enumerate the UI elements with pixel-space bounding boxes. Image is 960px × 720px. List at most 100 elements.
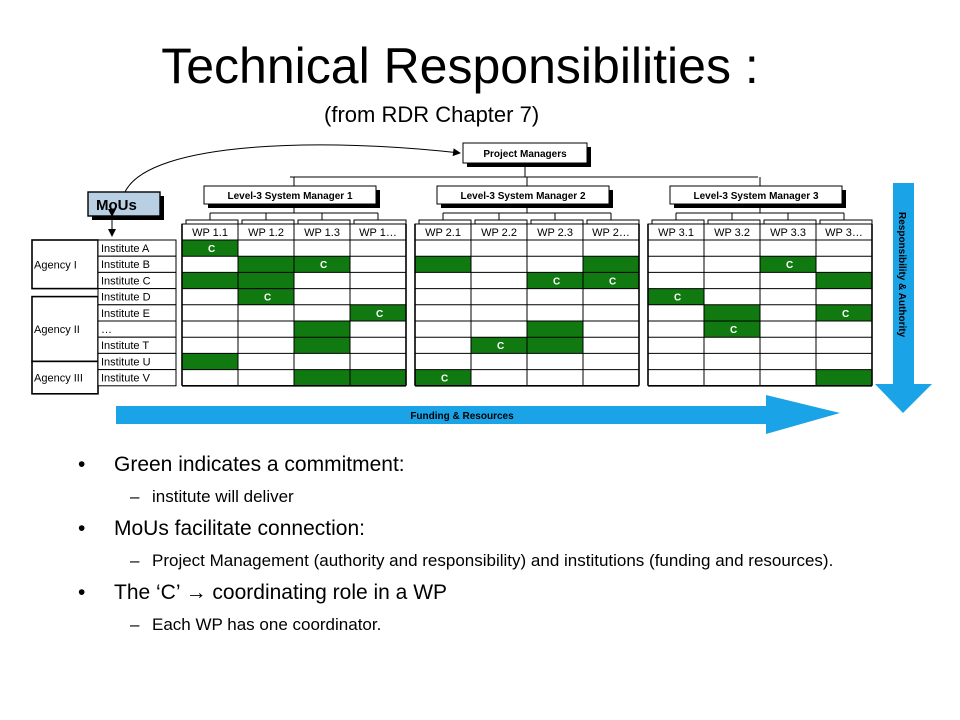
bullet-item: • The ‘C’ → coordinating role in a WP (78, 580, 878, 606)
commitment-cell (704, 304, 760, 321)
agency-label: Agency II (34, 324, 80, 336)
commitment-cell (294, 321, 350, 338)
bullet-list: •Green indicates a commitment:–institute… (78, 452, 878, 644)
coordinator-cell (816, 304, 872, 321)
wp-label: WP 2… (592, 227, 630, 239)
sub-bullet-dash: – (130, 487, 140, 506)
manager-box (669, 185, 843, 205)
bullet-dot: • (78, 581, 86, 604)
institute-label: Institute V (101, 373, 151, 385)
agency-box (31, 295, 99, 363)
wp-label: WP 3.3 (770, 227, 806, 239)
coordinator-mark: C (674, 293, 681, 304)
bullet-dot: • (78, 453, 86, 476)
coordinator-cell (583, 272, 639, 289)
sub-bullet-text: Each WP has one coordinator. (152, 615, 382, 634)
coordinator-cell (294, 256, 350, 273)
coordinator-mark: C (441, 374, 448, 385)
manager-box (436, 185, 610, 205)
institute-label: Institute B (101, 259, 150, 271)
wp-label: WP 1.1 (192, 227, 228, 239)
sub-bullet-item: –Each WP has one coordinator. (78, 614, 878, 636)
mous-box (87, 191, 161, 217)
wp-label: WP 1.2 (248, 227, 284, 239)
sub-bullet-dash: – (130, 615, 140, 634)
sub-bullet-text: Project Management (authority and respon… (152, 551, 834, 570)
commitment-cell (182, 272, 238, 289)
coordinator-mark: C (320, 260, 327, 271)
coordinator-mark: C (208, 244, 215, 255)
commitment-cell (350, 369, 406, 386)
manager-box (203, 185, 377, 205)
slide-title: Technical Responsibilities : (161, 38, 759, 94)
funding-arrow (116, 395, 840, 434)
coordinator-cell (648, 288, 704, 305)
commitment-cell (238, 272, 294, 289)
bullet-text: Green indicates a commitment: (114, 453, 405, 476)
mous-label: MoUs (96, 197, 137, 214)
coordinator-cell (527, 272, 583, 289)
coordinator-cell (238, 288, 294, 305)
commitment-cell (294, 369, 350, 386)
responsibility-label: Responsibility & Authority (896, 212, 907, 338)
slide-subtitle: (from RDR Chapter 7) (324, 102, 540, 127)
wp-label: WP 1.3 (304, 227, 340, 239)
institute-label: Institute D (101, 292, 151, 304)
responsibility-arrow (875, 183, 932, 413)
coordinator-mark: C (376, 309, 383, 320)
coordinator-cell (760, 256, 816, 273)
coordinator-mark: C (730, 325, 737, 336)
commitment-cell (527, 337, 583, 354)
manager-label: Level-3 System Manager 3 (693, 191, 818, 202)
institute-label: Institute T (101, 340, 149, 352)
coordinator-cell (415, 369, 471, 386)
manager-label: Level-3 System Manager 2 (460, 191, 585, 202)
wp-label: WP 3… (825, 227, 863, 239)
institute-cell (97, 369, 177, 387)
bullet-item: • MoUs facilitate connection: (78, 516, 878, 542)
wp-label: WP 3.1 (658, 227, 694, 239)
commitment-cell (816, 272, 872, 289)
bullet-text: MoUs facilitate connection: (114, 517, 365, 540)
commitment-cell (238, 256, 294, 273)
institute-label: Institute U (101, 356, 151, 368)
coordinator-mark: C (842, 309, 849, 320)
commitment-cell (415, 256, 471, 273)
bullet-dot: • (78, 517, 86, 540)
bullet-item: • Green indicates a commitment: (78, 452, 878, 478)
wp-label: WP 3.2 (714, 227, 750, 239)
agency-box (31, 239, 99, 290)
mous-to-pm-arrow (124, 144, 461, 193)
sub-bullet-item: – Project Management (authority and resp… (78, 550, 878, 572)
coordinator-cell (704, 321, 760, 338)
sub-bullet-item: –institute will deliver (78, 486, 878, 508)
funding-label: Funding & Resources (410, 411, 514, 422)
commitment-cell (294, 337, 350, 354)
wp-label: WP 1… (359, 227, 397, 239)
commitment-cell (527, 321, 583, 338)
bullet-text: The ‘C’ → coordinating role in a WP (114, 581, 448, 604)
coordinator-cell (182, 240, 238, 257)
manager-label: Level-3 System Manager 1 (227, 191, 352, 202)
sub-bullet-dash: – (130, 551, 140, 570)
wp-label: WP 2.1 (425, 227, 461, 239)
coordinator-mark: C (553, 276, 560, 287)
institute-label: Institute A (101, 243, 150, 255)
coordinator-cell (471, 337, 527, 354)
coordinator-cell (350, 304, 406, 321)
coordinator-mark: C (497, 341, 504, 352)
project-managers-label: Project Managers (483, 149, 567, 160)
coordinator-mark: C (609, 276, 616, 287)
institute-label: Institute C (101, 275, 151, 287)
sub-bullet-text: institute will deliver (152, 487, 294, 506)
agency-label: Agency III (34, 373, 83, 385)
wp-label: WP 2.2 (481, 227, 517, 239)
coordinator-mark: C (264, 293, 271, 304)
wp-label: WP 2.3 (537, 227, 573, 239)
institute-label: … (101, 324, 112, 336)
commitment-cell (583, 256, 639, 273)
agency-label: Agency I (34, 259, 77, 271)
commitment-cell (182, 353, 238, 370)
coordinator-mark: C (786, 260, 793, 271)
